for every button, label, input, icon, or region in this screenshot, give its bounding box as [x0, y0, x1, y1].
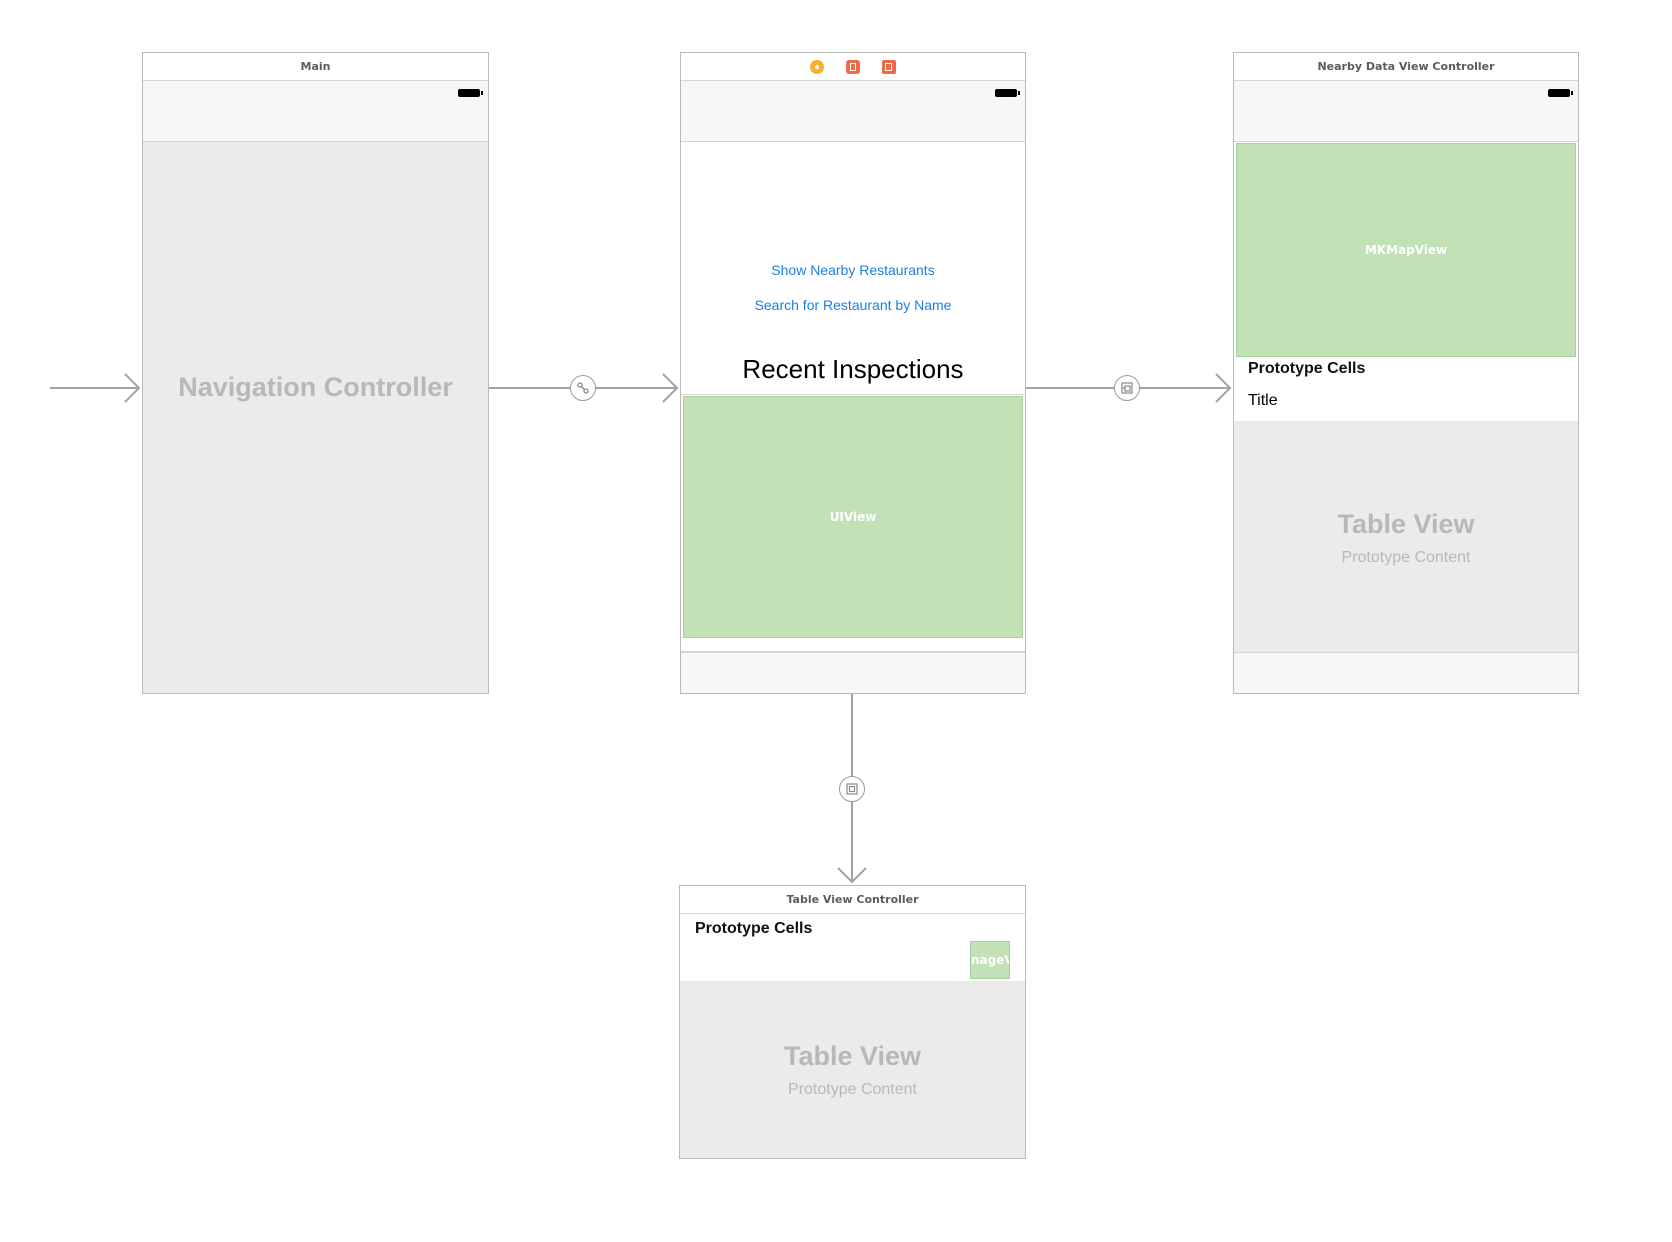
- exit-icon[interactable]: [882, 59, 896, 74]
- image-view-placeholder: nageV: [970, 941, 1010, 979]
- uiview-placeholder: UIView: [683, 396, 1023, 638]
- divider: [681, 651, 1025, 652]
- prototype-content-label: Prototype Content: [788, 1081, 917, 1098]
- show-segue-icon[interactable]: [1114, 375, 1140, 401]
- navigation-bar: [1234, 81, 1578, 142]
- table-view-label: Table View: [783, 1041, 922, 1071]
- relationship-segue-icon[interactable]: [570, 375, 596, 401]
- navigation-controller-label: Navigation Controller: [178, 372, 453, 402]
- first-responder-icon[interactable]: [846, 59, 860, 74]
- battery-icon: [1548, 89, 1573, 97]
- navigation-controller-body: Navigation Controller: [143, 142, 488, 693]
- divider: [681, 394, 1025, 395]
- show-segue-icon[interactable]: [839, 776, 865, 802]
- table-view-label: Table View: [1337, 509, 1475, 539]
- show-nearby-restaurants-button[interactable]: Show Nearby Restaurants: [771, 262, 935, 278]
- battery-icon: [458, 89, 483, 97]
- navigation-bar: [143, 81, 488, 142]
- bottom-bar: [1234, 652, 1578, 693]
- scene-title: Nearby Data View Controller: [1234, 53, 1578, 81]
- search-restaurant-by-name-button[interactable]: Search for Restaurant by Name: [754, 297, 952, 313]
- cell-title-label: Title: [1248, 392, 1278, 409]
- prototype-content-label: Prototype Content: [1341, 549, 1471, 566]
- prototype-cells-label: Prototype Cells: [695, 920, 813, 937]
- prototype-cells-label: Prototype Cells: [1248, 360, 1366, 377]
- battery-icon: [995, 89, 1020, 97]
- table-view-placeholder: Table View Prototype Content: [680, 981, 1025, 1158]
- navigation-controller-scene[interactable]: Main Navigation Controller: [142, 52, 489, 694]
- navigation-bar: [681, 81, 1025, 142]
- scene-title: Main: [143, 53, 488, 81]
- table-view-controller-scene[interactable]: Table View Controller Prototype Cells na…: [679, 885, 1026, 1159]
- view-controller-icon[interactable]: [810, 59, 824, 74]
- mkmapview-placeholder: MKMapView: [1236, 143, 1576, 357]
- table-view-placeholder: Table View Prototype Content: [1234, 421, 1578, 653]
- main-view-controller-scene[interactable]: Show Nearby Restaurants Search for Resta…: [680, 52, 1026, 694]
- recent-inspections-heading: Recent Inspections: [742, 354, 964, 384]
- table-segue-arrowhead: [837, 867, 867, 884]
- bottom-bar: [681, 652, 1025, 693]
- root-segue-arrowhead: [662, 373, 679, 403]
- nearby-segue-arrowhead: [1215, 373, 1232, 403]
- scene-dock: [681, 53, 1025, 81]
- entry-arrow-icon: [124, 373, 141, 403]
- nearby-data-view-controller-scene[interactable]: Nearby Data View Controller MKMapView Pr…: [1233, 52, 1579, 694]
- scene-title: Table View Controller: [680, 886, 1025, 914]
